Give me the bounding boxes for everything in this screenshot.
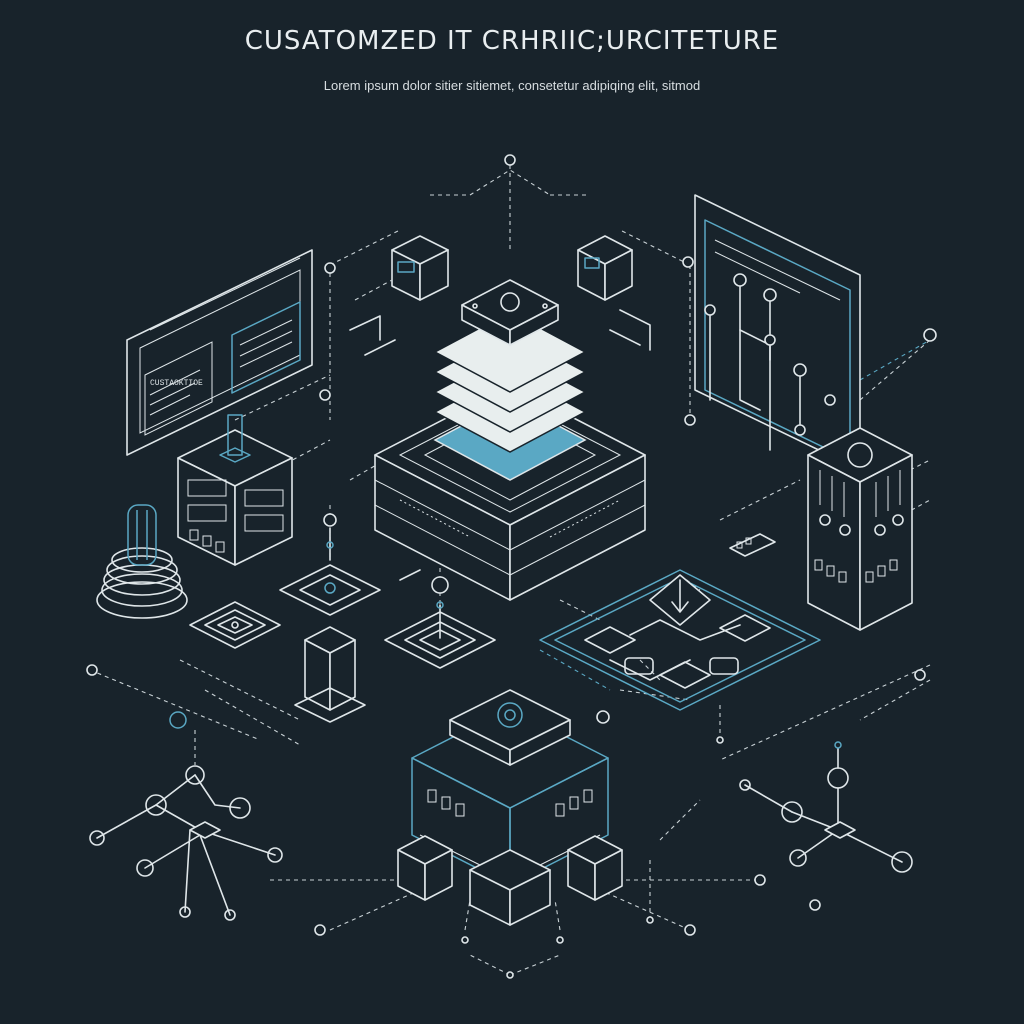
left-cylinder xyxy=(96,504,188,619)
top-right-module xyxy=(577,235,696,426)
left-screen-panel: CUSTAOKTIOE xyxy=(126,249,313,456)
top-left-module xyxy=(319,235,449,401)
right-screen-panel xyxy=(694,194,861,471)
right-node-network xyxy=(684,669,926,936)
bottom-server xyxy=(397,689,623,926)
page-title: CUSATOMZED IT CRHRIIC;URCITETURE xyxy=(244,26,780,56)
center-left-pedestal xyxy=(279,513,381,723)
circuit-platform xyxy=(539,533,821,724)
connector-dots xyxy=(461,154,724,979)
left-tower xyxy=(177,414,293,566)
page-subtitle: Lorem ipsum dolor sitier sitiemet, conse… xyxy=(323,78,701,93)
central-server-stack xyxy=(374,279,646,601)
panel-label: CUSTAOKTIOE xyxy=(150,379,203,388)
left-node-network xyxy=(86,664,326,936)
left-floor-pad xyxy=(189,601,281,649)
center-floor-pad xyxy=(384,569,496,669)
right-tower xyxy=(807,328,937,631)
